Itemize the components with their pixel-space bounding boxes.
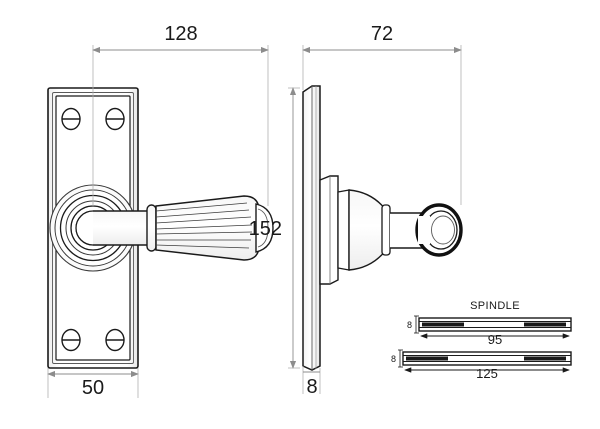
screw-hole-bottom-left bbox=[61, 328, 81, 352]
lever-neck-cap bbox=[75, 210, 94, 246]
dimension-8-thickness: 8 bbox=[302, 366, 321, 398]
screw-hole-top-right bbox=[105, 107, 125, 131]
spindle-detail-view: SPINDLE 8 95 bbox=[391, 300, 572, 381]
dimension-50: 50 bbox=[47, 368, 139, 399]
lever-neck-fill bbox=[93, 211, 150, 245]
lever-neck-outline bbox=[93, 210, 150, 246]
spindle-95-length-label: 95 bbox=[488, 332, 502, 347]
spindle-125-slot-right bbox=[524, 356, 566, 361]
side-neck-base bbox=[337, 189, 350, 271]
dimension-72-label: 72 bbox=[371, 23, 393, 45]
spindle-125-length-label: 125 bbox=[476, 366, 498, 381]
dimension-128: 128 bbox=[92, 23, 269, 206]
dimension-50-label: 50 bbox=[82, 377, 104, 399]
dimension-128-label: 128 bbox=[164, 23, 197, 45]
screw-hole-top-left bbox=[61, 107, 81, 131]
spindle-bar-125: 8 125 bbox=[391, 349, 572, 381]
lever-collar bbox=[146, 204, 157, 252]
dimension-8-label: 8 bbox=[306, 376, 317, 398]
spindle-95-slot-left bbox=[422, 322, 464, 327]
dimension-152: 152 bbox=[249, 87, 300, 369]
lever-tip bbox=[255, 203, 274, 253]
side-collar bbox=[381, 204, 391, 256]
side-lever-end-ring bbox=[415, 203, 463, 257]
spindle-125-slot-left bbox=[406, 356, 448, 361]
front-elevation-view bbox=[47, 87, 274, 369]
spindle-95-size-label: 8 bbox=[407, 320, 412, 330]
spindle-125-size-label: 8 bbox=[391, 354, 396, 364]
spindle-bar-95: 8 95 bbox=[407, 315, 572, 347]
side-backplate bbox=[302, 85, 321, 371]
spindle-95-slot-right bbox=[524, 322, 566, 327]
lever-reeded-body bbox=[155, 195, 259, 261]
screw-hole-bottom-right bbox=[105, 328, 125, 352]
dimension-72: 72 bbox=[302, 23, 462, 205]
side-rose-block bbox=[319, 175, 339, 285]
dimension-152-label: 152 bbox=[249, 218, 282, 240]
spindle-title: SPINDLE bbox=[470, 300, 520, 312]
